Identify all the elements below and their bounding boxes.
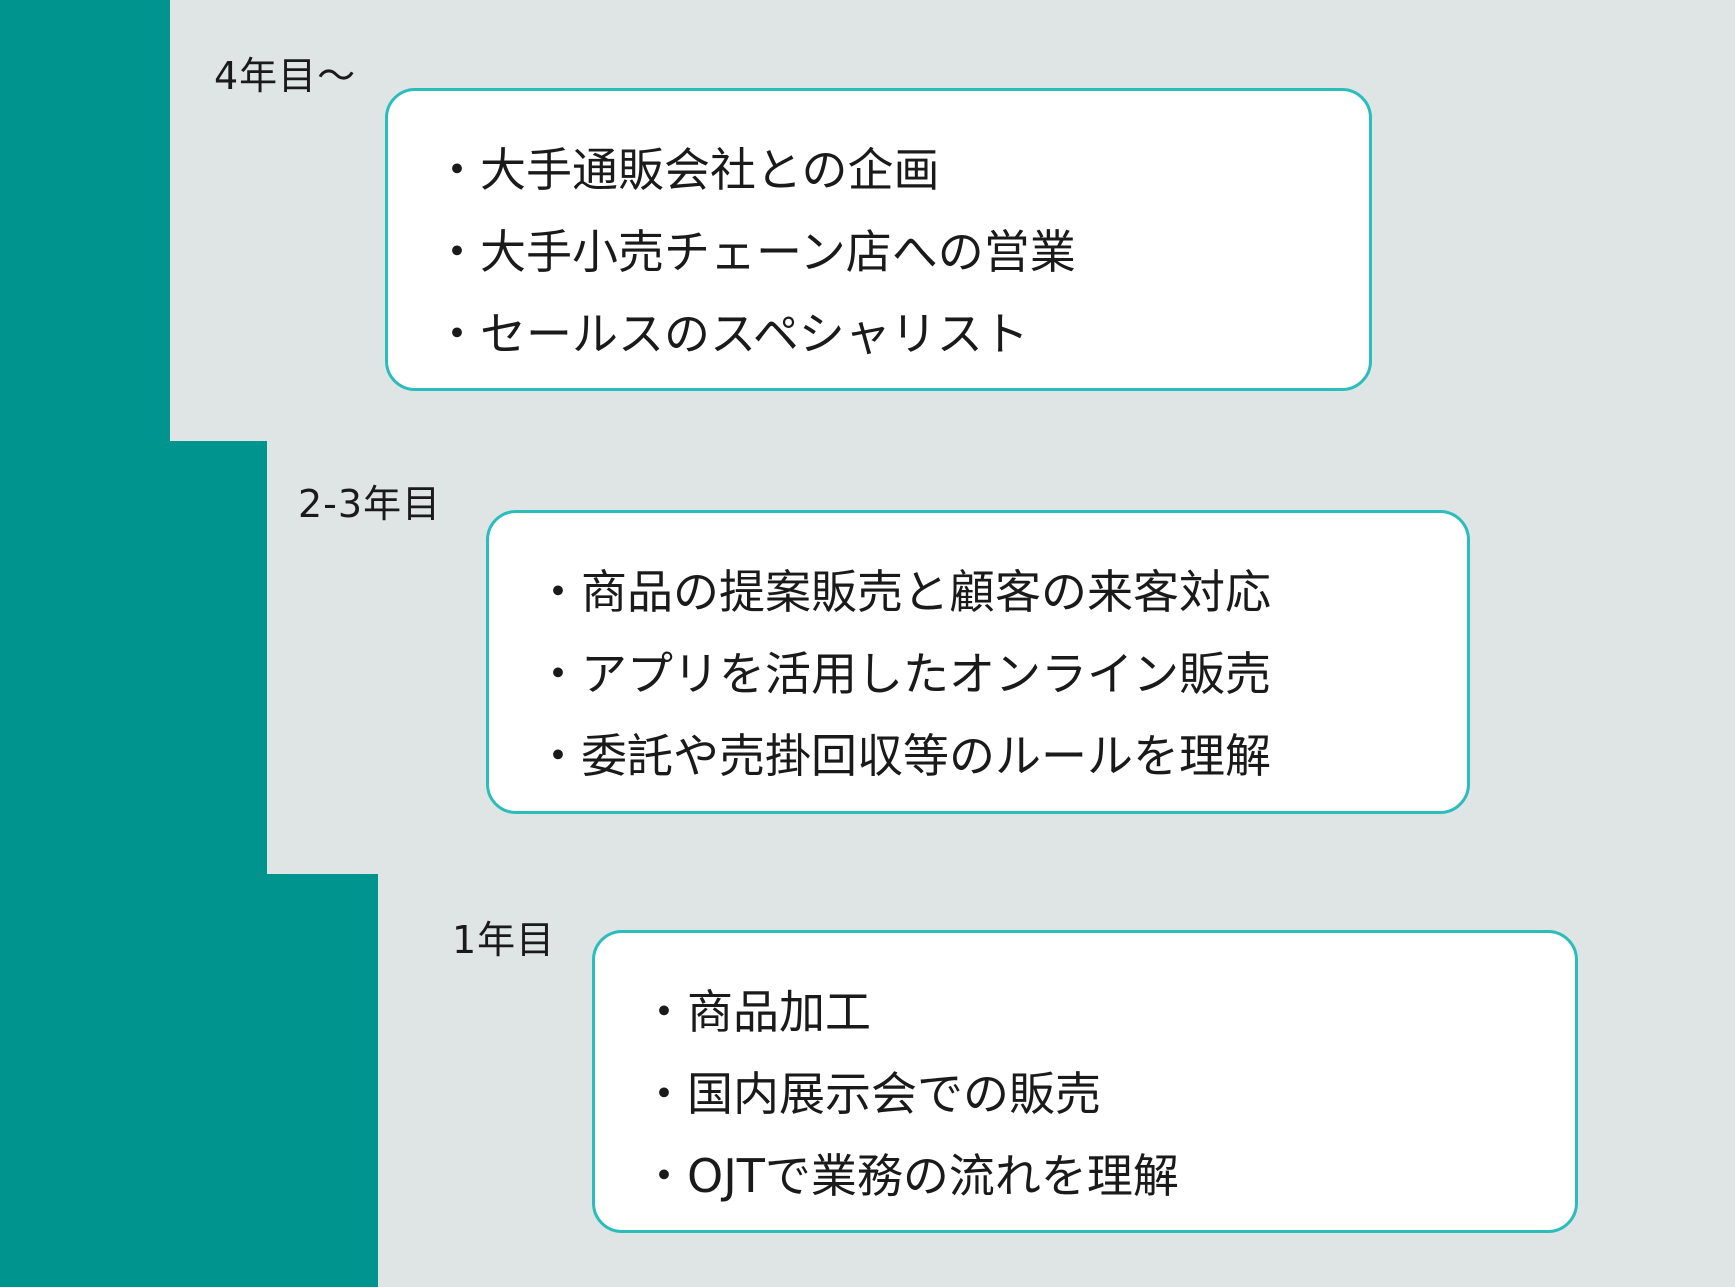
stage-item: 大手小売チェーン店への営業 [460, 211, 1076, 293]
stage-label-year1: 1年目 [452, 918, 556, 962]
stage-item: 商品加工 [667, 971, 1179, 1053]
stage-item: アプリを活用したオンライン販売 [561, 633, 1271, 715]
stage-box-year4: 大手通販会社との企画 大手小売チェーン店への営業 セールスのスペシャリスト [385, 88, 1372, 391]
stage-item-list-year1: 商品加工 国内展示会での販売 OJTで業務の流れを理解 [667, 971, 1179, 1217]
stage-item-list-year4: 大手通販会社との企画 大手小売チェーン店への営業 セールスのスペシャリスト [460, 129, 1076, 375]
staircase-steps [0, 0, 378, 1287]
stage-item: 大手通販会社との企画 [460, 129, 1076, 211]
stage-item-list-year23: 商品の提案販売と顧客の来客対応 アプリを活用したオンライン販売 委託や売掛回収等… [561, 551, 1271, 797]
stage-item: OJTで業務の流れを理解 [667, 1135, 1179, 1217]
stage-box-year1: 商品加工 国内展示会での販売 OJTで業務の流れを理解 [592, 930, 1578, 1233]
stage-label-year4: 4年目〜 [214, 54, 357, 98]
stage-box-year23: 商品の提案販売と顧客の来客対応 アプリを活用したオンライン販売 委託や売掛回収等… [486, 510, 1470, 814]
stage-item: 委託や売掛回収等のルールを理解 [561, 715, 1271, 797]
stage-item: セールスのスペシャリスト [460, 293, 1076, 375]
stage-item: 国内展示会での販売 [667, 1053, 1179, 1135]
stage-label-year23: 2-3年目 [298, 482, 442, 526]
stage-item: 商品の提案販売と顧客の来客対応 [561, 551, 1271, 633]
